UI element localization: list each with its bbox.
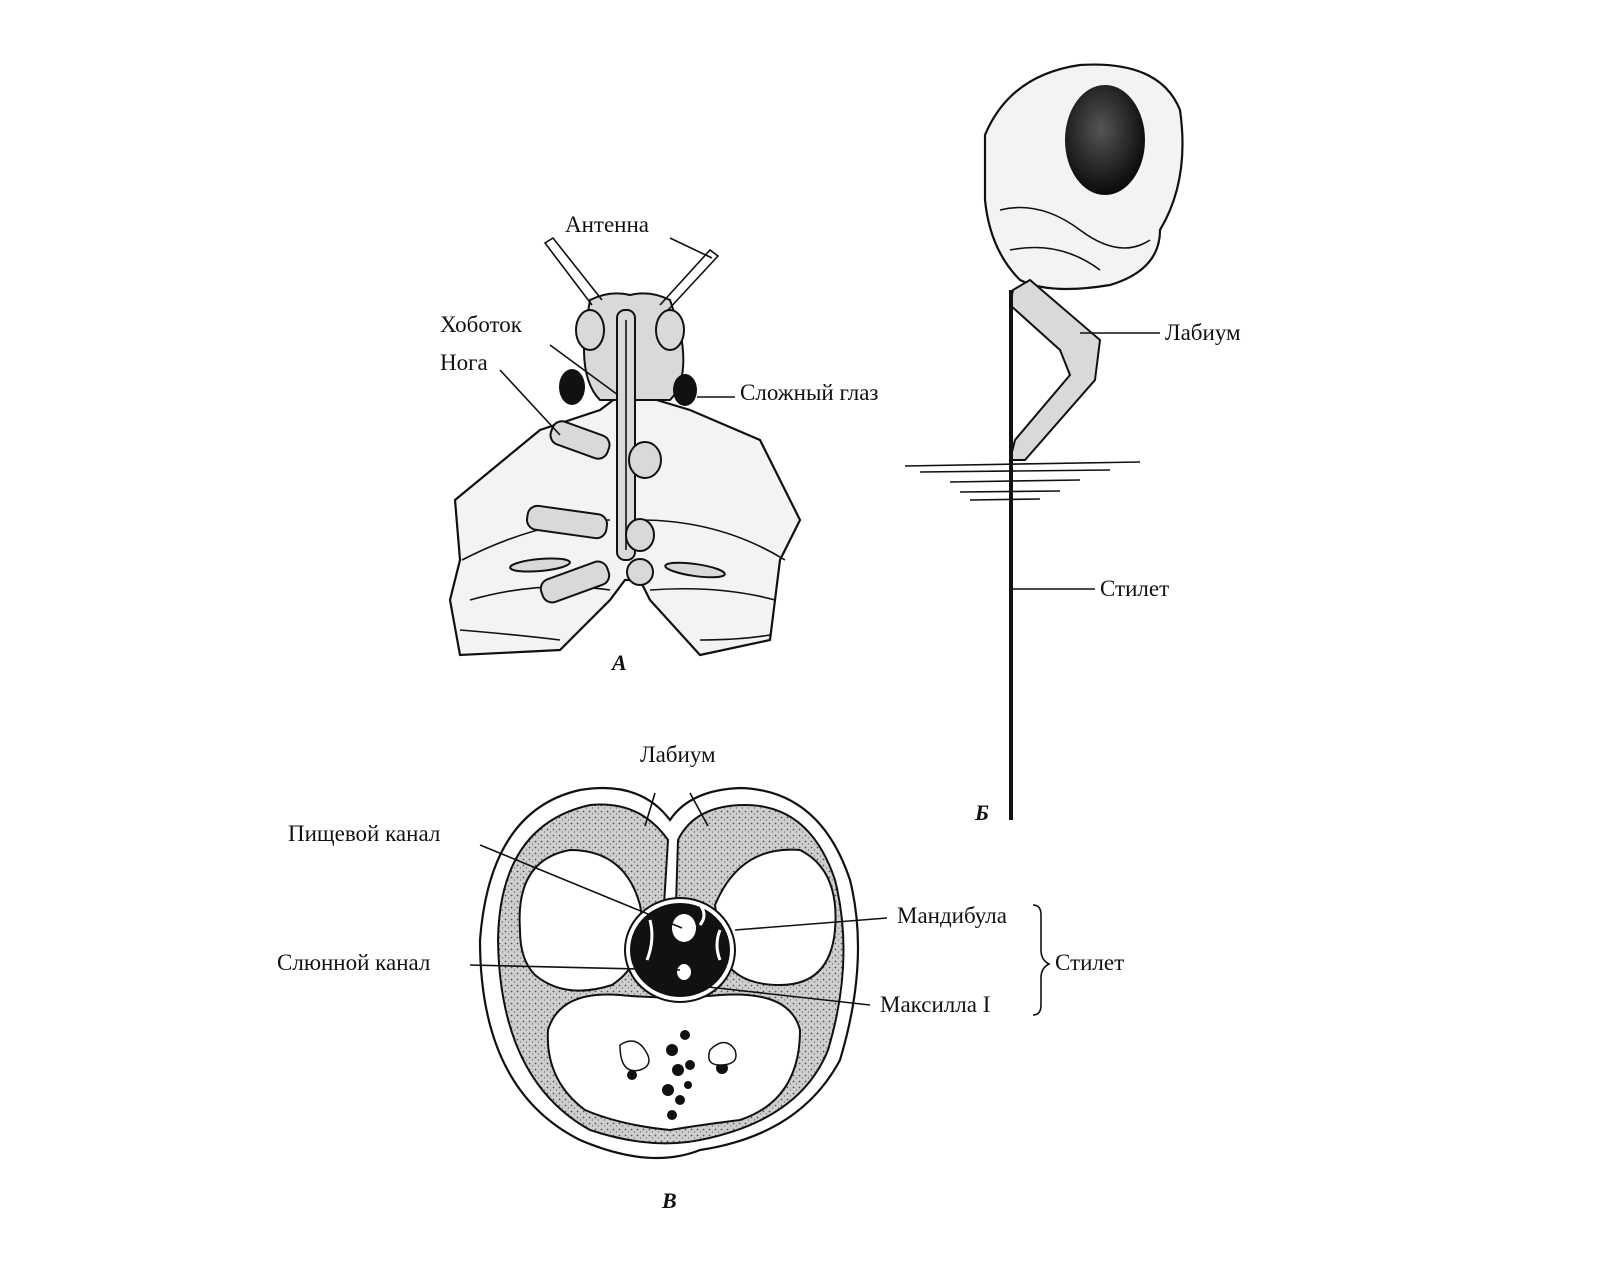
compound-eye [1065,85,1145,195]
caption-b: Б [974,800,989,825]
caption-a: А [610,650,627,675]
stylet-bundle [630,903,730,997]
label-stylet-c: Стилет [1055,950,1124,975]
stylet-brace [1032,904,1051,1016]
compound-eye-right [673,374,697,406]
caption-c: В [661,1188,677,1213]
water-surface [904,461,1141,501]
label-maxilla: Максилла I [880,992,990,1017]
label-proboscis: Хоботок [440,312,523,337]
label-antenna: Антенна [565,212,649,237]
compound-eye-left [559,369,585,405]
labium-bent [1008,278,1102,461]
label-leg: Нога [440,350,488,375]
label-compound-eye: Сложный глаз [740,380,879,405]
label-labium-b: Лабиум [1165,320,1241,345]
figure-b-head-lateral: Лабиум Стилет Б [904,63,1241,825]
salivary-canal [677,964,691,980]
figure-c-cross-section: Лабиум Пищевой канал Мандибула Слюнной к… [277,742,1124,1213]
figure-a-head-ventral: Антенна Хоботок Нога Сложный глаз А [440,212,879,675]
label-food-canal: Пищевой канал [288,821,440,846]
label-stylet-b: Стилет [1100,576,1169,601]
label-labium-c: Лабиум [640,742,716,767]
food-canal [672,914,696,942]
label-mandible: Мандибула [897,903,1007,928]
label-salivary-canal: Слюнной канал [277,950,430,975]
